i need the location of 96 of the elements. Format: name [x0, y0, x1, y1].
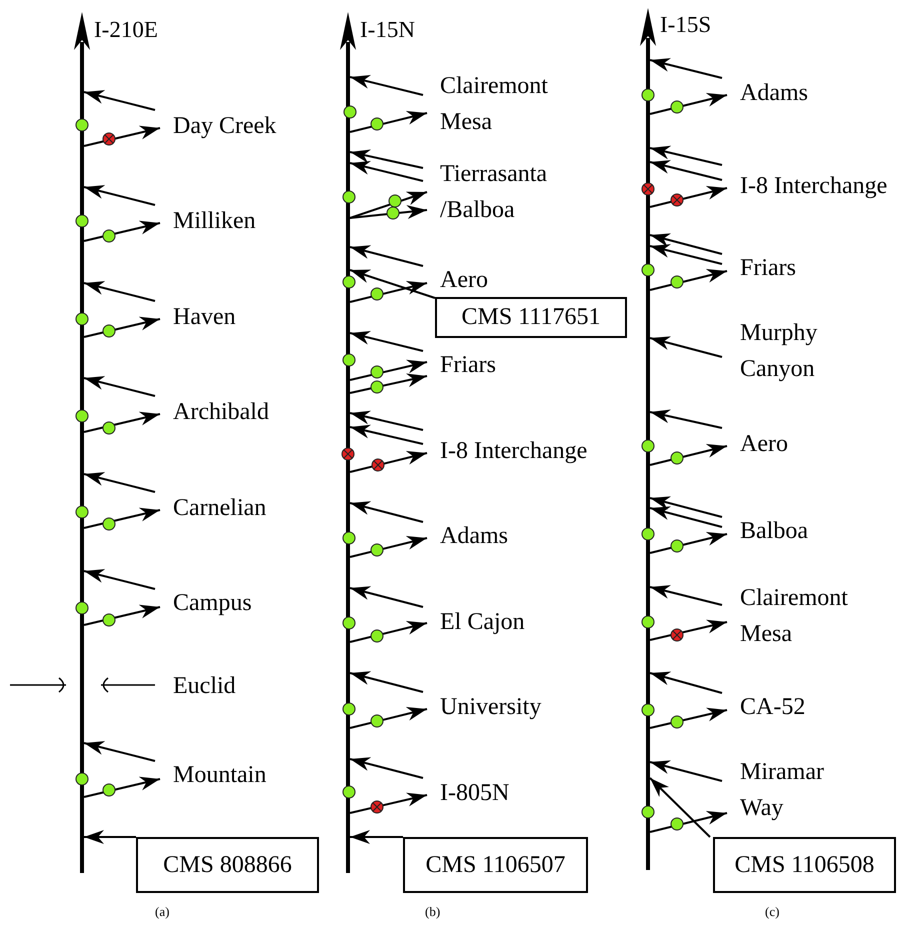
exit-name: University [440, 692, 542, 722]
off-ramp-arrow [650, 708, 728, 729]
on-ramp-arrow [84, 185, 156, 206]
off-ramp-arrow [350, 111, 428, 133]
sign-box: CMS 1106508 [713, 837, 896, 893]
off-ramp-arrow [350, 205, 428, 220]
on-ramp-arrow [650, 760, 722, 782]
on-ramp-arrow [350, 149, 424, 169]
off-ramp-arrow [350, 360, 428, 381]
on-ramp-arrow [650, 585, 722, 606]
on-ramp-arrow [84, 281, 156, 302]
leader-arrow [350, 830, 403, 844]
on-ramp-arrow [350, 424, 424, 445]
off-ramp-arrow [350, 281, 428, 303]
exit-name: Euclid [173, 672, 236, 701]
exit-name: Carnelian [173, 493, 266, 523]
sign-box: CMS 808866 [136, 837, 319, 893]
on-ramp-arrow [350, 586, 424, 608]
off-ramp-arrow [350, 792, 428, 814]
on-ramp-arrow [650, 233, 722, 255]
exit-name: Mountain [173, 760, 266, 790]
on-ramp-arrow [350, 245, 424, 267]
panel-caption: (a) [155, 904, 170, 920]
on-ramp-arrow [84, 741, 156, 762]
exit-name: Aero [440, 265, 488, 295]
on-ramp-arrow [84, 376, 156, 397]
highway-name: I-210E [94, 17, 158, 43]
off-ramp-arrow [650, 620, 728, 641]
on-ramp-arrow [650, 496, 722, 518]
exit-name: CA-52 [740, 692, 806, 722]
exit-name: Campus [173, 588, 252, 618]
on-ramp-arrow [650, 244, 722, 265]
leader-arrow [84, 830, 136, 844]
off-ramp-arrow [84, 316, 160, 338]
exit-name: Murphy Canyon [740, 315, 865, 387]
panel-caption: (b) [425, 904, 440, 920]
exit-name: Friars [440, 350, 496, 380]
leader-arrow [350, 269, 436, 299]
sign-box: CMS 1117651 [435, 297, 627, 338]
panel-caption: (c) [765, 904, 780, 920]
on-ramp-arrow [84, 569, 156, 590]
exit-name: Miramar Way [740, 754, 865, 826]
exit-name: I-8 Interchange [740, 171, 888, 201]
off-ramp-arrow [650, 93, 728, 115]
off-ramp-arrow [84, 126, 160, 147]
off-ramp-arrow [350, 536, 428, 558]
off-ramp-arrow [84, 604, 160, 626]
exit-name: Balboa [740, 516, 808, 546]
off-ramp-arrow [650, 444, 728, 466]
on-ramp-arrow [350, 671, 424, 693]
off-ramp-arrow [84, 776, 160, 798]
on-ramp-arrow [650, 672, 722, 694]
exit-name: Aero [740, 429, 788, 459]
exit-name: Day Creek [173, 111, 276, 141]
on-ramp-arrow [650, 146, 722, 166]
exit-name: El Cajon [440, 607, 525, 637]
off-ramp-arrow [350, 373, 428, 394]
exit-name: Friars [740, 253, 796, 283]
exit-name: Haven [173, 302, 236, 332]
on-ramp-arrow [650, 336, 722, 358]
exit-name: I-8 Interchange [440, 436, 588, 466]
off-ramp-arrow [650, 269, 728, 291]
on-ramp-arrow [650, 410, 722, 429]
off-ramp-arrow [350, 191, 428, 219]
off-ramp-arrow [350, 451, 428, 473]
leader-arrow [649, 777, 711, 838]
off-ramp-arrow [84, 508, 160, 529]
off-ramp-arrow [84, 412, 160, 433]
sign-box: CMS 1106507 [403, 837, 588, 893]
off-ramp-arrow [350, 621, 428, 643]
on-ramp-arrow [350, 410, 424, 431]
on-ramp-arrow [350, 757, 424, 779]
on-ramp-arrow [84, 90, 156, 111]
exit-name: Adams [440, 521, 508, 551]
exit-name: Clairemont Mesa [740, 580, 880, 652]
exit-name: I-805N [440, 778, 510, 808]
exit-name: Archibald [173, 397, 269, 427]
exit-name: Milliken [173, 206, 256, 236]
on-ramp-arrow [350, 161, 424, 182]
exit-name: Adams [740, 78, 808, 108]
on-ramp-arrow [84, 472, 156, 493]
on-ramp-arrow [650, 58, 722, 79]
off-ramp-arrow [350, 707, 428, 729]
on-ramp-arrow [350, 75, 424, 96]
on-ramp-arrow [650, 506, 722, 528]
exit-name: Clairemont Mesa [440, 68, 580, 140]
exit-name: Tierrasanta /Balboa [440, 156, 580, 228]
off-ramp-arrow [650, 811, 728, 833]
on-ramp-arrow [650, 160, 722, 181]
highway-name: I-15S [660, 12, 712, 38]
off-ramp-arrow [650, 186, 728, 208]
on-ramp-arrow [350, 331, 424, 352]
off-ramp-arrow [84, 220, 160, 242]
on-ramp-arrow [350, 501, 424, 523]
highway-name: I-15N [360, 17, 415, 43]
off-ramp-arrow [650, 532, 728, 554]
